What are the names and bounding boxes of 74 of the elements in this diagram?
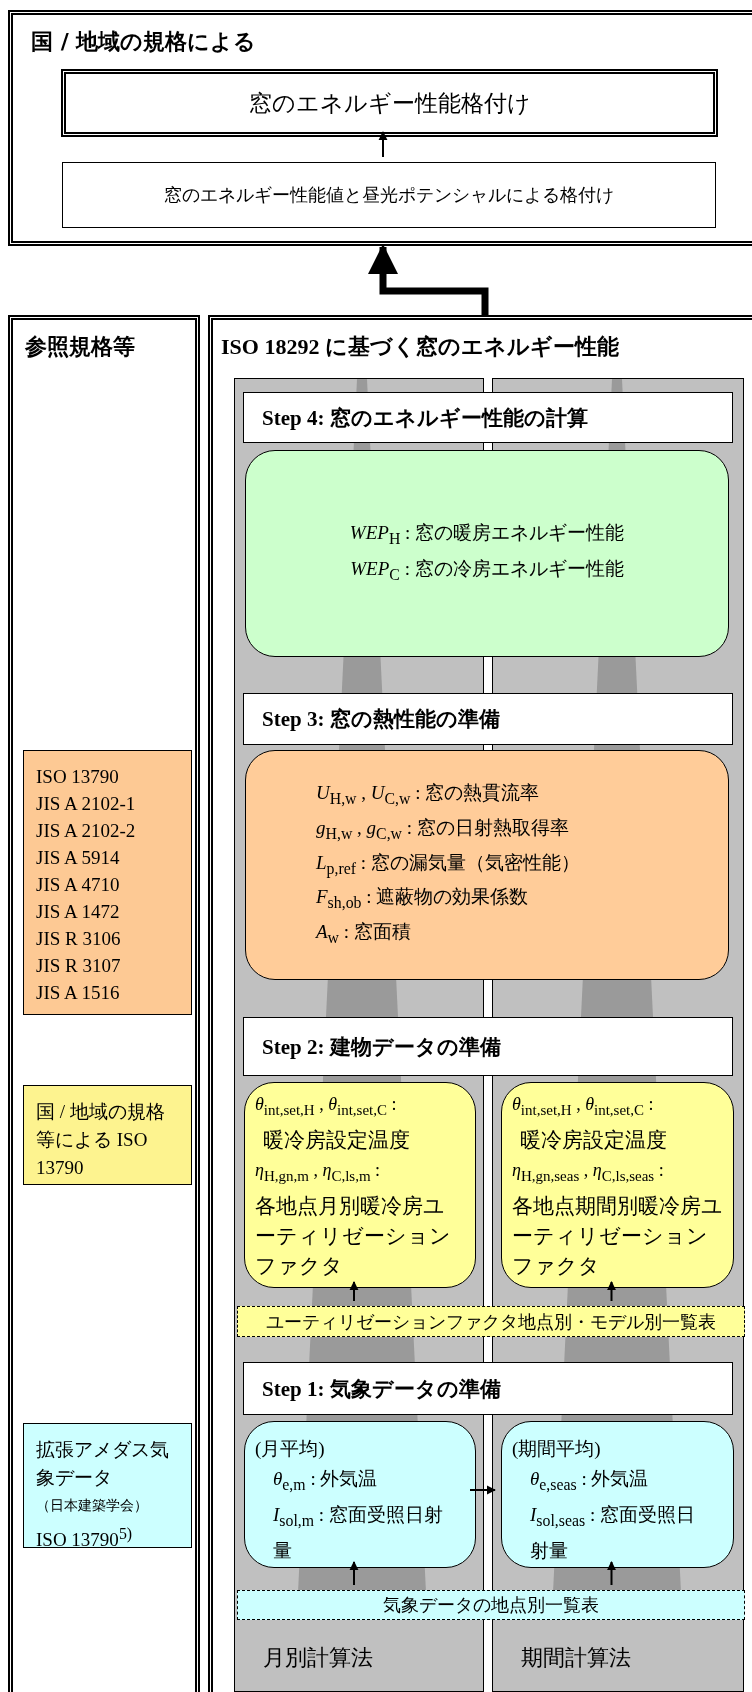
- arrow: [607, 1561, 616, 1586]
- box-text: I$_{sol,seas}$ : 窓面受照日射量: [529, 1502, 696, 1563]
- process-box: [62, 162, 716, 228]
- table-box: [237, 1306, 745, 1337]
- arrow: [469, 1485, 496, 1495]
- process-box: [245, 450, 729, 657]
- box-text: 暖冷房設定温度: [262, 1127, 411, 1154]
- step-title: Step 2: 建物データの準備: [262, 1033, 501, 1061]
- reference-text: JIS A 1516: [36, 981, 121, 1005]
- box-text: θ$_{e,m}$ : 外気温: [272, 1467, 379, 1495]
- panel-title: ISO 18292 に基づく窓のエネルギー性能: [221, 333, 619, 361]
- arrow: [368, 244, 489, 315]
- process-box: [244, 1082, 476, 1288]
- reference-text: 拡張アメダス気象データ: [36, 1438, 170, 1490]
- reference-text: ISO 13790: [36, 765, 120, 789]
- box-text: WEP$_{C}$ : 窓の冷房エネルギー性能: [350, 556, 624, 585]
- box-text: (期間平均): [512, 1437, 602, 1461]
- rating-box: [61, 69, 718, 137]
- reference-text: JIS R 3106: [36, 927, 122, 951]
- arrow: [378, 131, 388, 158]
- panel-title: 参照規格等: [25, 333, 135, 361]
- table-box: [237, 1590, 745, 1620]
- box-text: η$_{H,gn,seas}$ , η$_{C,ls,seas}$ :: [512, 1159, 665, 1186]
- box-text: θ$_{e,seas}$ : 外気温: [529, 1467, 650, 1495]
- column-label: 期間計算法: [521, 1644, 631, 1672]
- reference-text: JIS R 3107: [36, 954, 122, 978]
- reference-text: JIS A 2102-1: [36, 792, 137, 816]
- reference-box: [23, 1085, 192, 1185]
- reference-text: ISO 13790$^{5)}$: [36, 1524, 134, 1553]
- table-label: ユーティリゼーションファクタ地点別・モデル別一覧表: [266, 1309, 716, 1334]
- column-label: 月別計算法: [263, 1644, 373, 1672]
- box-text: (月平均): [255, 1437, 326, 1461]
- box-label: 窓のエネルギー性能値と昼光ポテンシャルによる格付け: [164, 183, 614, 207]
- process-box: [244, 1421, 476, 1568]
- reference-text: JIS A 2102-2: [36, 819, 137, 843]
- step-header: [243, 392, 733, 443]
- reference-text: （日本建築学会）: [36, 1497, 149, 1515]
- box-text: 各地点月別暖冷房ユーティリゼーションファクタ: [255, 1192, 452, 1280]
- reference-text: JIS A 5914: [36, 846, 121, 870]
- reference-box: [23, 1423, 192, 1548]
- reference-box: [23, 750, 192, 1015]
- step-header: [243, 1362, 733, 1415]
- box-text: I$_{sol,m}$ : 窓面受照日射量: [272, 1502, 443, 1563]
- panel-title: 国 / 地域の規格による: [31, 28, 257, 56]
- group-panel: [8, 10, 752, 246]
- box-text: WEP$_{H}$ : 窓の暖房エネルギー性能: [349, 520, 625, 549]
- step-title: Step 4: 窓のエネルギー性能の計算: [262, 404, 588, 432]
- process-box: [501, 1421, 734, 1568]
- box-text: 暖冷房設定温度: [519, 1127, 668, 1154]
- step-header: [243, 1017, 733, 1076]
- step-title: Step 1: 気象データの準備: [262, 1375, 501, 1403]
- box-label: 窓のエネルギー性能格付け: [248, 88, 531, 118]
- process-box: [501, 1082, 734, 1288]
- box-text: U$_{H,w}$ , U$_{C,w}$ : 窓の熱貫流率: [316, 781, 541, 809]
- group-panel: [208, 315, 752, 1692]
- table-label: 気象データの地点別一覧表: [383, 1593, 599, 1617]
- step-title: Step 3: 窓の熱性能の準備: [262, 706, 500, 733]
- box-text: L$_{p,ref}$ : 窓の漏気量（気密性能）: [316, 850, 581, 880]
- reference-text: 国 / 地域の規格等による ISO 13790: [36, 1100, 166, 1180]
- group-panel: [8, 315, 200, 1692]
- process-box: [245, 750, 729, 980]
- box-text: F$_{sh,ob}$ : 遮蔽物の効果係数: [316, 885, 530, 914]
- reference-text: JIS A 1472: [36, 900, 121, 924]
- box-text: g$_{H,w}$ , g$_{C,w}$ : 窓の日射熱取得率: [316, 815, 570, 844]
- box-text: θ$_{int,set,H}$ , θ$_{int,set,C}$ :: [512, 1093, 655, 1120]
- box-text: 各地点期間別暖冷房ユーティリゼーションファクタ: [512, 1192, 723, 1280]
- box-text: η$_{H,gn,m}$ , η$_{C,ls,m}$ :: [255, 1159, 382, 1186]
- box-text: θ$_{int,set,H}$ , θ$_{int,set,C}$ :: [255, 1093, 398, 1120]
- reference-text: JIS A 4710: [36, 873, 121, 897]
- arrow: [349, 1561, 359, 1586]
- arrow: [349, 1281, 359, 1302]
- step-header: [243, 693, 733, 745]
- arrow: [607, 1281, 616, 1302]
- box-text: A$_{w}$ : 窓面積: [316, 920, 412, 948]
